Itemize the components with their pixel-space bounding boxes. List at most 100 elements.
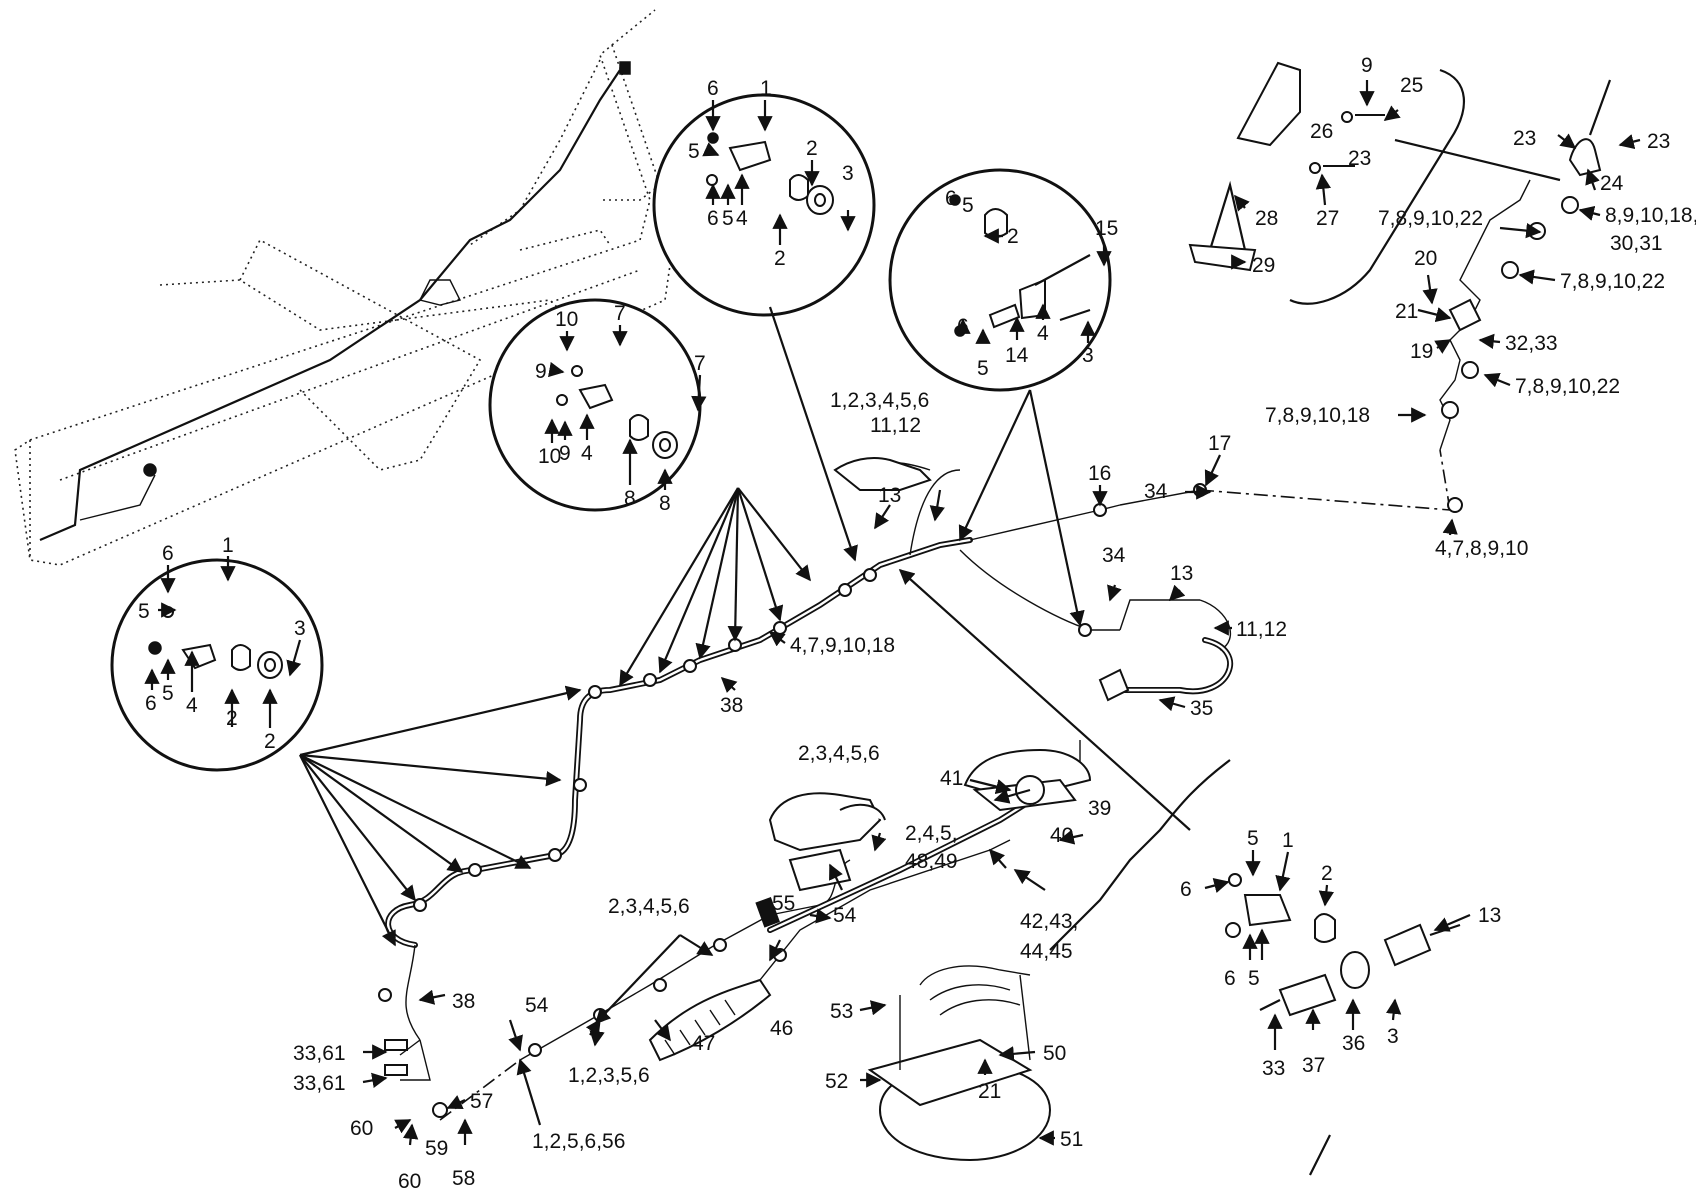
callout-label: 6 <box>707 207 719 230</box>
connector-detail-lower-right <box>1049 759 1461 1017</box>
callout-label: 5 <box>722 207 734 230</box>
callout-label: 25 <box>1400 74 1423 97</box>
callout-label: 41 <box>940 767 963 790</box>
callout-label: 2 <box>806 137 818 160</box>
callout-label: 2 <box>1321 862 1333 885</box>
callout-label: 34 <box>1144 480 1168 503</box>
callout-label: 59 <box>425 1137 448 1160</box>
callout-label: 33,61 <box>293 1042 346 1065</box>
callout-label: 21 <box>1395 300 1418 323</box>
callout-label: 23 <box>1348 147 1371 170</box>
callout-label: 54 <box>525 994 549 1017</box>
callout-label: 7 <box>614 302 626 325</box>
callout-label: 4,7,9,10,18 <box>790 634 895 657</box>
callout-label: 4 <box>186 694 198 717</box>
callout-label: 60 <box>398 1170 421 1191</box>
callout-label: 5 <box>962 194 974 217</box>
callout-label: 13 <box>1170 562 1193 585</box>
callout-label: 5 <box>1247 827 1259 850</box>
main-wiring-harness <box>378 179 1531 1002</box>
callout-label: 5 <box>977 357 989 380</box>
callout-label: 58 <box>452 1167 475 1190</box>
callout-label: 38 <box>720 694 743 717</box>
seat-cushion <box>963 748 1092 812</box>
callout-label: 1,2,5,6,56 <box>532 1130 625 1153</box>
relay-box <box>867 965 1052 1162</box>
callout-label: 35 <box>1190 697 1213 720</box>
callout-label: 7 <box>694 352 706 375</box>
detail-circle-right <box>888 168 1112 392</box>
callout-label: 17 <box>1208 432 1231 455</box>
callout-label: 7,8,9,10,22 <box>1378 207 1483 230</box>
callout-label: 48,49 <box>905 850 958 873</box>
callout-label: 2 <box>1007 225 1019 248</box>
callout-label: 7,8,9,10,22 <box>1560 270 1665 293</box>
callout-labels: 1 6 5 4 3 2 6 5 2 7 10 9 4 7 9 10 8 8 6 … <box>138 54 1696 1191</box>
callout-label: 5 <box>162 682 174 705</box>
callout-label: 2,3,4,5,6 <box>608 895 690 918</box>
callout-label: 54 <box>833 904 857 927</box>
callout-label: 34 <box>1102 544 1126 567</box>
callout-label: 32,33 <box>1505 332 1558 355</box>
callout-label: 36 <box>1342 1032 1365 1055</box>
callout-label: 51 <box>1060 1128 1083 1151</box>
callout-label: 39 <box>1088 797 1111 820</box>
callout-label: 29 <box>1252 254 1275 277</box>
callout-label: 4 <box>581 442 593 465</box>
callout-label: 2,3,4,5,6 <box>798 742 880 765</box>
callout-label: 4 <box>1037 322 1049 345</box>
callout-label: 40 <box>1050 824 1073 847</box>
detail-circle-left <box>110 558 324 772</box>
callout-label: 3 <box>842 162 854 185</box>
callout-label: 16 <box>1088 462 1111 485</box>
callout-label: 4,7,8,9,10 <box>1435 537 1528 560</box>
callout-label: 52 <box>825 1070 848 1093</box>
callout-label: 15 <box>1095 217 1118 240</box>
callout-label: 1,2,3,5,6 <box>568 1064 650 1087</box>
callout-label: 27 <box>1316 207 1339 230</box>
callout-label: 37 <box>1302 1054 1325 1077</box>
callout-label: 7,8,9,10,18 <box>1265 404 1370 427</box>
callout-label: 8 <box>624 487 636 510</box>
leader-lines <box>299 306 1191 947</box>
callout-label: 2 <box>774 247 786 270</box>
callout-label: 8 <box>659 492 671 515</box>
callout-label: 6 <box>707 77 719 100</box>
callout-label: 6 <box>957 315 969 338</box>
callout-label: 9 <box>1361 54 1373 77</box>
callout-label: 1 <box>760 77 772 100</box>
callout-label: 5 <box>688 140 700 163</box>
callout-label: 2,4,5, <box>905 822 958 845</box>
callout-label: 24 <box>1600 172 1624 195</box>
callout-label: 2 <box>226 707 238 730</box>
callout-label: 6 <box>1224 967 1236 990</box>
callout-label: 1 <box>1282 829 1294 852</box>
callout-arrows <box>144 80 1641 1146</box>
callout-label: 2 <box>264 730 276 753</box>
callout-label: 3 <box>1387 1025 1399 1048</box>
callout-label: 6 <box>162 542 174 565</box>
callout-label: 8,9,10,18, <box>1605 204 1696 227</box>
callout-label: 13 <box>1478 904 1501 927</box>
callout-label: 4 <box>736 207 748 230</box>
callout-label: 5 <box>138 600 150 623</box>
callout-label: 3 <box>294 617 306 640</box>
callout-label: 6 <box>145 692 157 715</box>
callout-label: 46 <box>770 1017 793 1040</box>
callout-label: 50 <box>1043 1042 1066 1065</box>
callout-label: 23 <box>1513 127 1536 150</box>
callout-label: 10 <box>555 308 578 331</box>
callout-label: 57 <box>470 1090 493 1113</box>
callout-label: 60 <box>350 1117 373 1140</box>
callout-label: 14 <box>1005 344 1029 367</box>
callout-label: 9 <box>559 442 571 465</box>
callout-label: 44,45 <box>1020 940 1073 963</box>
callout-label: 5 <box>1248 967 1260 990</box>
callout-label: 6 <box>1180 878 1192 901</box>
callout-label: 20 <box>1414 247 1437 270</box>
callout-label: 13 <box>878 484 901 507</box>
callout-label: 28 <box>1255 207 1278 230</box>
callout-label: 3 <box>1082 344 1094 367</box>
callout-label: 53 <box>830 1000 853 1023</box>
